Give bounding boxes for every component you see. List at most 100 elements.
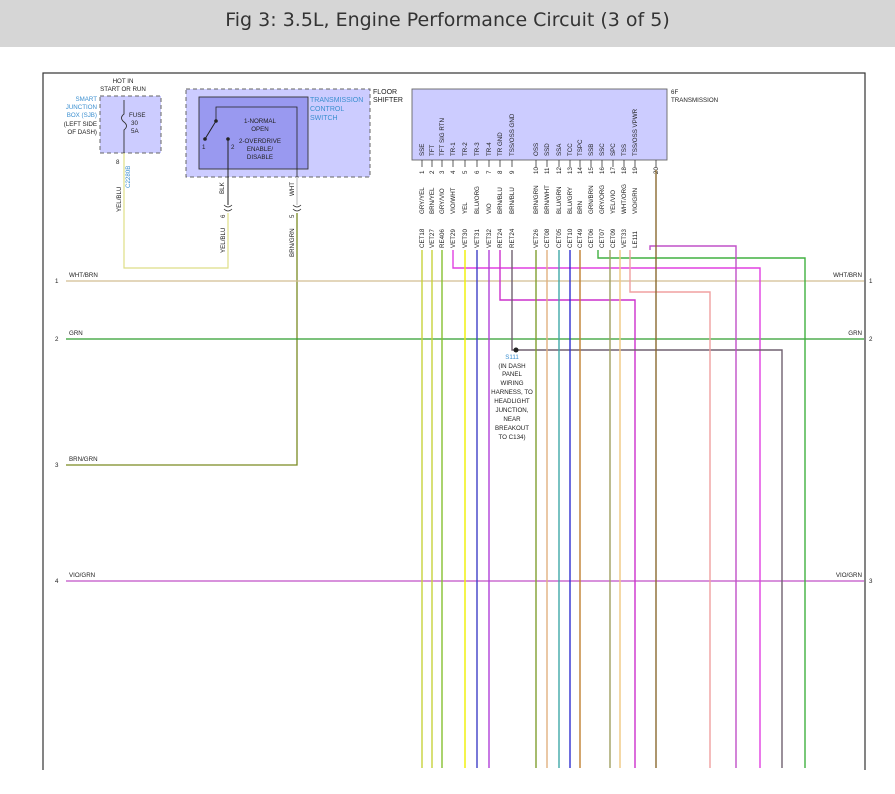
wht-pin: 5 [289,214,296,218]
pin-circuit-14: CET49 [577,228,584,248]
pin-circuit-7: VET32 [486,229,493,248]
brn-grn-switch-label: BRN/GRN [289,228,296,257]
pin-color-6: BLU/ORG [474,186,481,214]
pin-color-17: YEL/VIO [610,190,617,214]
pin-num-12: 12 [556,167,563,174]
pin-circuit-1: CET18 [419,228,426,248]
pin-name-19: TSS/OSS VPWR [632,108,639,156]
state-disable: DISABLE [247,154,273,161]
switch-name-2: CONTROL [310,106,344,113]
splice-s111: S111 (IN DASH PANEL WIRING HARNESS, TO H… [491,354,533,441]
pin-circuit-9: RET24 [509,228,516,248]
pin-color-9: BRN/BLU [509,187,516,214]
pin-num-18: 18 [621,167,628,174]
bus1-label: WHT/BRN [69,272,98,279]
floor-label: FLOOR [373,89,397,96]
start-or-run-label: START OR RUN [100,86,146,93]
pin-num-2: 2 [429,170,436,174]
pin-circuit-18: VET33 [621,229,628,248]
state-overdrive: 2-OVERDRIVE [239,138,281,145]
pin-color-2: BRN/YEL [429,187,436,214]
splice-desc-4: HARNESS, TO [491,389,533,396]
splice-desc-2: PANEL [502,371,522,378]
pin-num-14: 14 [577,167,584,174]
switch-name-1: TRANSMISSION [310,97,363,104]
pin-num-16: 16 [599,167,606,174]
pin-name-8: TR GND [497,132,504,156]
pin-color-18: WHT/ORG [621,184,628,214]
pin-wire-19 [649,245,737,768]
pin-color-14: BRN [577,201,584,214]
sjb-connector: C2280B [125,166,132,188]
transmission-module [411,88,668,161]
pin-circuit-5: VET30 [462,229,469,248]
pin-num-11: 11 [544,167,551,174]
pin-name-6: TR-3 [474,142,481,156]
page-title: Fig 3: 3.5L, Engine Performance Circuit … [225,9,670,31]
title-bar [0,0,895,47]
pin-color-7: VIO [486,203,493,214]
pin-num-8: 8 [497,170,504,174]
pin-circuit-4: VET29 [450,229,457,248]
pin-circuit-3: RE406 [439,229,446,248]
sjb-name-1: SMART [75,96,97,103]
sjb-name-3: BOX (SJB) [67,112,97,119]
sjb-box [99,95,162,154]
pin-color-12: BLU/GRN [556,186,563,214]
pin-color-11: BRN/WHT [544,185,551,214]
splice-desc-7: NEAR [503,416,521,423]
pin-name-7: TR-4 [486,142,493,156]
fuse-number: 30 [131,120,138,127]
wht-wire-label: WHT [289,182,296,196]
pin-circuit-12: CET05 [556,228,563,248]
switch-pos-2: 2 [231,144,235,151]
pin-num-17: 17 [610,167,617,174]
blk-pin: 6 [220,214,227,218]
pin-wire-8 [499,250,636,768]
pin-circuit-17: CET09 [610,228,617,248]
pin-circuit-19: LE111 [632,230,639,248]
pin-circuit-2: VET27 [429,229,436,248]
hot-in-label: HOT IN [113,78,134,85]
state-open: OPEN [251,126,269,133]
pin-circuit-13: CET10 [567,228,574,248]
pin-name-9: TSS/OSS GND [509,113,516,156]
pin-color-5: YEL [462,202,469,214]
bus2-num: 2 [55,336,59,343]
fuse-rating: 5A [131,128,139,135]
bus4-num: 4 [55,578,59,585]
bus3-label: BRN/GRN [69,456,98,463]
bus4-right-num: 3 [869,578,873,585]
pin-num-19: 19 [632,167,639,174]
pin-circuit-15: CET06 [588,228,595,248]
pin-color-10: BRN/GRN [533,185,540,214]
splice-desc-3: WIRING [500,380,523,387]
pin-num-5: 5 [462,170,469,174]
pin-circuit-6: VET31 [474,229,481,248]
pin-color-16: GRY/ORG [599,185,606,214]
switch-blade [204,120,217,140]
pin-color-15: GRN/BRN [588,185,595,214]
pin-name-10: OSS [533,143,540,156]
pin-name-16: SSC [599,143,606,156]
switch-internal-wire [215,106,298,177]
bus4-right-label: VIO/GRN [836,572,862,579]
pin-color-3: GRY/VIO [439,188,446,214]
pin-name-3: TFT SIG RTN [439,118,446,156]
trans-name-2: TRANSMISSION [671,97,718,104]
pin-color-19: VIO/GRN [632,188,639,214]
brn-grn-wire [66,213,298,466]
bus4-label: VIO/GRN [69,572,95,579]
diagram-frame [42,72,866,784]
pin-name-15: SSB [588,144,595,156]
pin-name-13: TCC [567,143,574,156]
splice-desc-6: JUNCTION, [496,407,529,414]
pin-color-8: BRN/BLU [497,187,504,214]
pin-num-3: 3 [439,170,446,174]
pin-circuit-11: CET08 [544,228,551,248]
bus1-right-num: 1 [869,278,873,285]
fuse-symbol [121,100,127,153]
pin-num-6: 6 [474,170,481,174]
shifter-label: SHIFTER [373,97,403,104]
sjb-pin: 8 [116,159,120,166]
